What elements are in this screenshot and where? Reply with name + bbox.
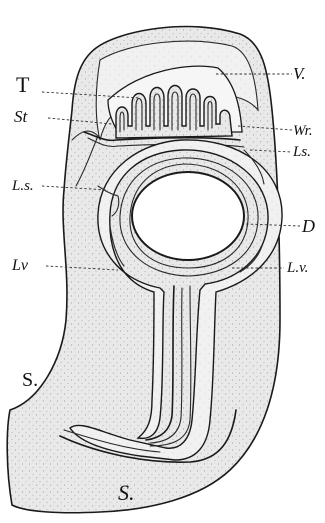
label-Ls-right: Ls. bbox=[292, 144, 311, 160]
label-St: St bbox=[14, 107, 29, 126]
label-D: D bbox=[301, 216, 315, 236]
label-S-side: S. bbox=[22, 369, 38, 391]
label-V: V. bbox=[293, 64, 306, 83]
label-Ls-left: L.s. bbox=[11, 178, 34, 194]
label-Wr: Wr. bbox=[293, 123, 313, 139]
label-Lv-left: Lv bbox=[11, 257, 29, 274]
label-T: T bbox=[16, 72, 30, 97]
label-Lv-right: L.v. bbox=[286, 260, 308, 276]
label-S-bottom: S. bbox=[118, 480, 135, 505]
vesicle-cavity bbox=[132, 172, 244, 260]
